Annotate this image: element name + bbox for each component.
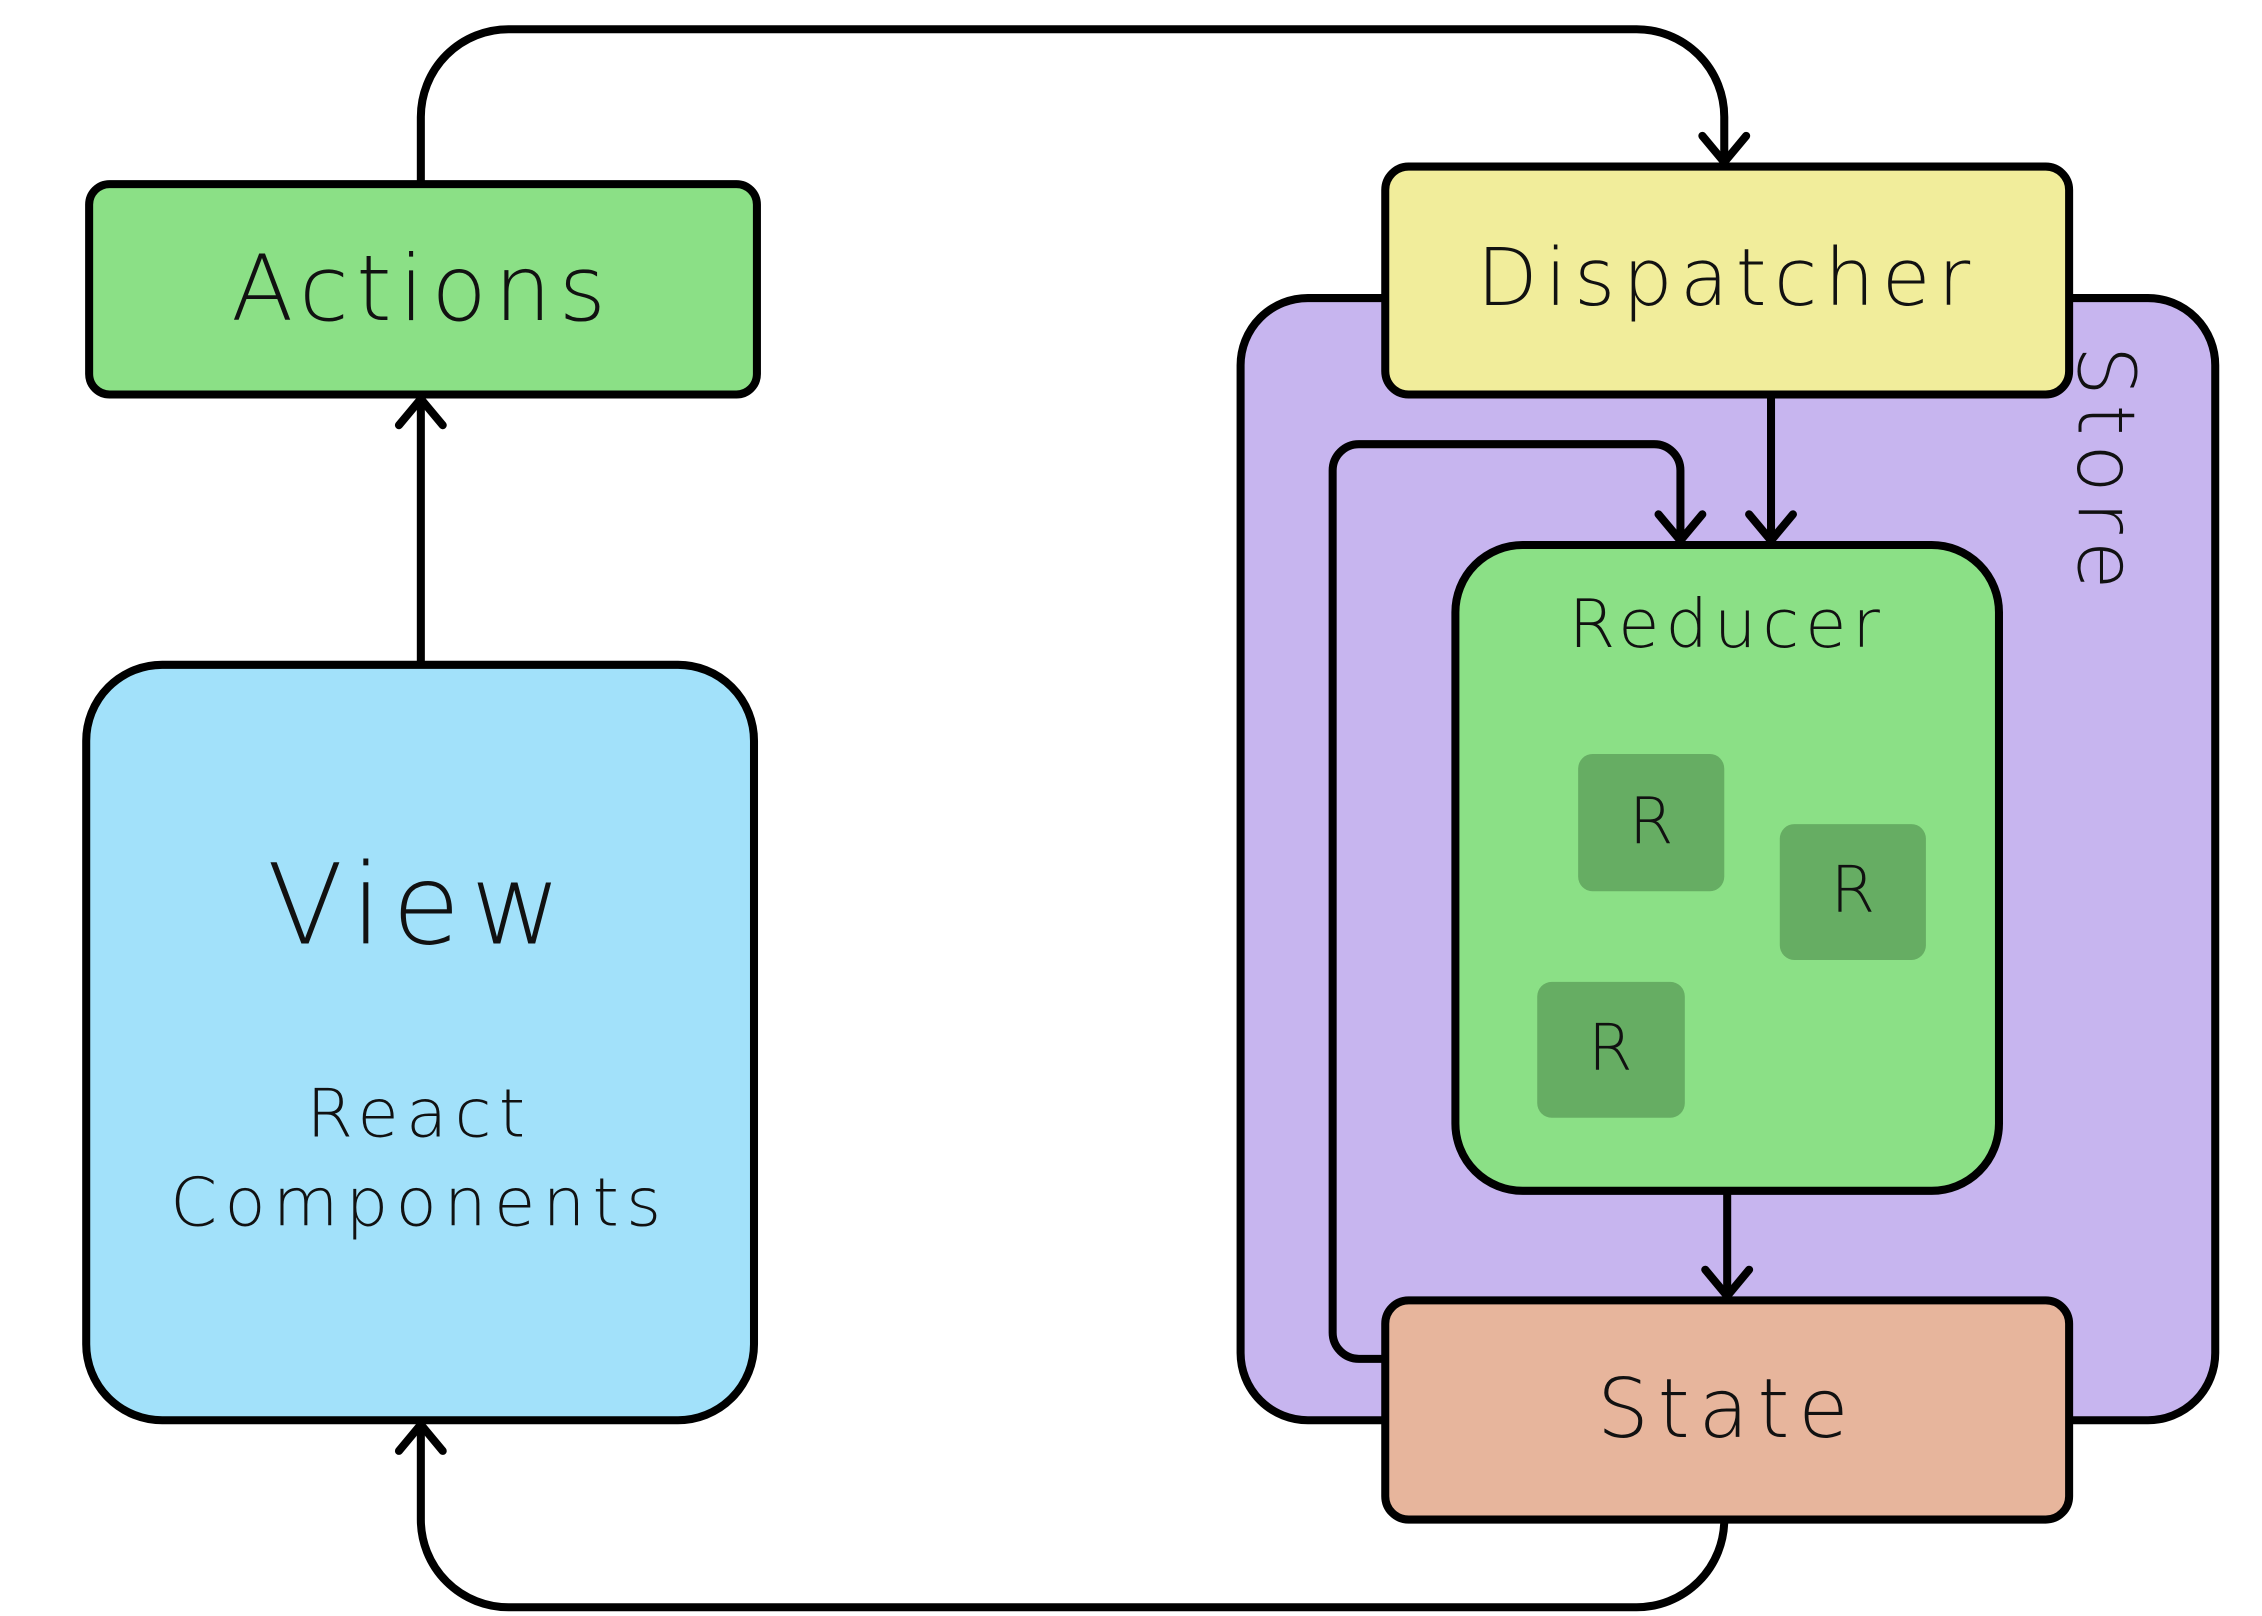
state-label: State [1597, 1362, 1857, 1457]
arrowhead-state-in [1701, 1265, 1754, 1301]
reducer-label: Reducer [1569, 585, 1886, 663]
arrowhead-reducer-in-state [1654, 510, 1707, 545]
view-subtitle-line2: Components [170, 1163, 668, 1241]
view-box [82, 660, 759, 1425]
arrow-state-to-reducer [1328, 440, 1685, 1363]
sub-reducer-box [1537, 981, 1685, 1118]
store-label: Store [2059, 346, 2151, 598]
sub-reducer-label: R [1588, 1011, 1633, 1086]
arrowhead-dispatcher-in [1698, 131, 1751, 167]
sub-reducer-label: R [1629, 784, 1674, 859]
view-title: View [267, 841, 571, 970]
view-subtitle-line1: React [306, 1074, 532, 1152]
actions-label: Actions [231, 237, 613, 342]
arrow-actions-to-dispatcher [416, 25, 1729, 189]
sub-reducer-label: R [1831, 853, 1876, 928]
sub-reducer-box [1779, 824, 1926, 960]
dispatcher-label: Dispatcher [1477, 232, 1978, 324]
actions-box [85, 180, 761, 399]
arrowhead-actions-in [394, 394, 447, 430]
state-box [1381, 1296, 2074, 1524]
arrowhead-view-in [394, 1420, 447, 1455]
arrow-state-to-view [416, 1420, 1729, 1612]
dispatcher-box [1381, 162, 2074, 399]
arrowhead-reducer-in-dispatcher [1745, 510, 1797, 545]
sub-reducer-box [1578, 753, 1725, 892]
